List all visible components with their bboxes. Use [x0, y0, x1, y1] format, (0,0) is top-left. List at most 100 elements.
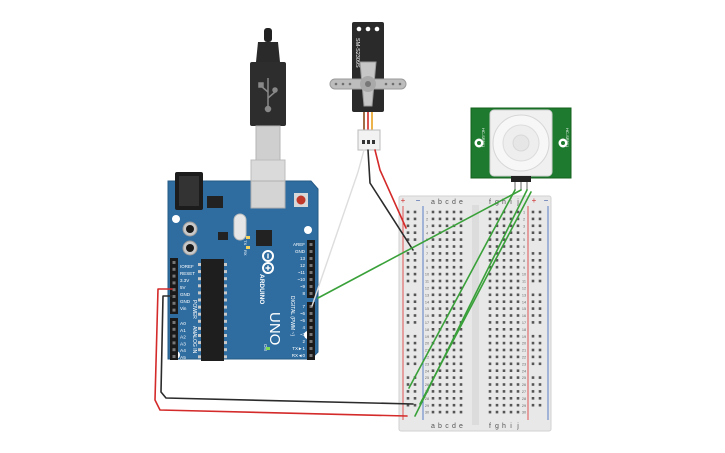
reset-button-cap[interactable] — [296, 195, 306, 205]
breadboard-hole — [452, 369, 456, 372]
rail-hole — [406, 210, 410, 214]
rail-hole — [538, 252, 542, 255]
row-number: 7 — [426, 252, 428, 256]
breadboard-hole — [431, 328, 435, 331]
breadboard-hole — [459, 210, 463, 214]
analog-pin-label: A5 — [180, 355, 186, 361]
breadboard-hole — [516, 224, 520, 228]
breadboard-hole — [516, 376, 520, 379]
column-label: j — [516, 423, 519, 430]
row-number: 7 — [523, 252, 525, 256]
rail-hole — [538, 341, 542, 345]
wire-5v-to-rail — [154, 288, 408, 417]
breadboard-hole — [516, 403, 520, 407]
header-pin — [172, 261, 176, 264]
breadboard-hole — [438, 286, 442, 290]
breadboard-hole — [488, 300, 492, 303]
breadboard-hole — [488, 238, 492, 241]
breadboard-hole — [502, 279, 506, 283]
chip-pin — [224, 326, 227, 330]
digital-pin-label: 4 — [302, 325, 305, 330]
column-label: c — [445, 199, 449, 206]
row-number: 11 — [425, 280, 429, 284]
breadboard-hole — [509, 238, 513, 241]
header-pin — [309, 354, 313, 357]
breadboard-hole — [438, 397, 442, 400]
row-number: 14 — [425, 300, 429, 304]
power-label: POWER — [191, 300, 197, 319]
rail-hole — [413, 307, 417, 310]
breadboard-hole — [438, 279, 442, 283]
breadboard-hole — [459, 272, 463, 276]
header-pin — [309, 340, 313, 343]
wire-servo-power — [374, 149, 407, 229]
breadboard-hole — [459, 410, 463, 414]
breadboard-hole — [438, 369, 442, 372]
row-number: 18 — [522, 328, 526, 332]
chip-pin — [224, 291, 227, 295]
servo-connector-pin — [362, 140, 365, 144]
tx-led — [246, 236, 250, 239]
breadboard-hole — [495, 293, 499, 297]
pir-sensor: HC-SR501 HC-SR501 — [470, 107, 572, 190]
chip-pin — [224, 263, 227, 266]
header-pin — [309, 278, 313, 281]
rail-hole — [538, 362, 542, 366]
rail-hole — [406, 321, 410, 324]
breadboard-hole — [431, 286, 435, 290]
breadboard-hole — [502, 328, 506, 331]
rail-plus-label: + — [401, 196, 406, 205]
breadboard-hole — [495, 217, 499, 221]
breadboard-hole — [452, 272, 456, 276]
voltage-regulator — [207, 196, 223, 208]
breadboard-hole — [452, 321, 456, 324]
header-pin — [172, 355, 176, 358]
pir-pin-header — [511, 176, 531, 182]
breadboard-hole — [438, 293, 442, 297]
row-number: 28 — [425, 397, 429, 401]
row-number: 23 — [425, 362, 429, 366]
row-number: 22 — [522, 356, 526, 360]
breadboard-hole — [459, 397, 463, 400]
header-pin — [172, 288, 176, 292]
row-number: 2 — [426, 218, 428, 222]
rail-hole — [531, 334, 535, 338]
breadboard-hole — [516, 390, 520, 393]
digital-header-bottom — [307, 302, 315, 360]
row-number: 16 — [425, 314, 429, 318]
column-label: g — [495, 423, 499, 430]
breadboard-hole — [495, 376, 499, 379]
chip-pin — [198, 319, 201, 323]
rail-hole — [531, 383, 535, 386]
analog-in-label: ANALOG IN — [191, 326, 197, 354]
breadboard-hole — [509, 403, 513, 407]
breadboard-hole — [445, 272, 449, 276]
breadboard-hole — [459, 217, 463, 221]
breadboard-hole — [445, 328, 449, 331]
breadboard-hole — [459, 265, 463, 269]
rail-hole — [413, 252, 417, 255]
breadboard-hole — [445, 410, 449, 414]
breadboard-hole — [509, 397, 513, 400]
rail-hole — [538, 259, 542, 262]
breadboard-center-channel — [472, 205, 479, 425]
rail-minus-label: − — [416, 196, 421, 205]
breadboard-hole — [488, 231, 492, 234]
breadboard-hole — [502, 362, 506, 366]
chip-pin — [224, 298, 227, 302]
capacitor-top — [186, 225, 194, 233]
breadboard-hole — [445, 279, 449, 283]
breadboard-hole — [438, 355, 442, 359]
servo-model-text: SM-S2309S — [354, 38, 360, 68]
rail-hole — [413, 279, 417, 283]
breadboard-hole — [488, 341, 492, 345]
chip-pin — [224, 334, 227, 337]
breadboard-hole — [495, 286, 499, 290]
servo-mount-hole — [356, 26, 362, 32]
breadboard-hole — [452, 217, 456, 221]
rail-hole — [531, 265, 535, 269]
breadboard-hole — [431, 238, 435, 241]
row-number: 17 — [522, 321, 526, 325]
header-pin — [172, 348, 176, 352]
breadboard-hole — [502, 369, 506, 372]
